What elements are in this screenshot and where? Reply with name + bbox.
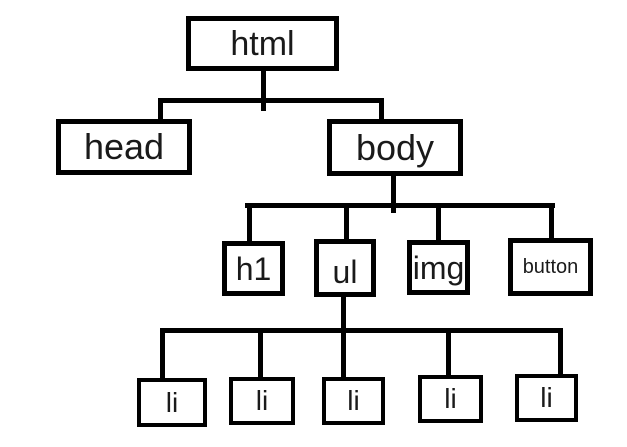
node-li-1: li bbox=[137, 378, 207, 427]
connector-li4-drop bbox=[446, 328, 451, 383]
connector-button-drop bbox=[549, 203, 554, 242]
node-head: head bbox=[56, 119, 192, 175]
node-html: html bbox=[186, 16, 339, 71]
node-li-2: li bbox=[229, 377, 295, 425]
connector-html-stem bbox=[261, 71, 266, 111]
connector-li3-drop bbox=[341, 328, 346, 380]
connector-level3-bar bbox=[245, 203, 555, 208]
node-li-3: li bbox=[322, 377, 385, 425]
connector-body-drop bbox=[379, 98, 384, 122]
connector-level2-bar bbox=[158, 98, 384, 103]
connector-li5-drop bbox=[558, 328, 563, 383]
node-ul: ul bbox=[314, 239, 376, 297]
connector-level4-bar bbox=[160, 328, 563, 333]
node-li-5: li bbox=[515, 374, 578, 422]
node-img: img bbox=[407, 240, 470, 295]
node-li-4: li bbox=[418, 375, 483, 423]
connector-ul-stem bbox=[341, 295, 346, 332]
connector-body-stem bbox=[391, 174, 396, 213]
connector-h1-drop bbox=[247, 203, 252, 246]
connector-img-drop bbox=[436, 203, 441, 244]
node-body: body bbox=[327, 119, 463, 176]
node-h1: h1 bbox=[222, 241, 285, 296]
connector-li2-drop bbox=[258, 328, 263, 380]
connector-li1-drop bbox=[160, 328, 165, 381]
node-button: button bbox=[508, 238, 593, 296]
connector-ul-drop bbox=[344, 203, 349, 244]
connector-head-drop bbox=[158, 98, 163, 122]
